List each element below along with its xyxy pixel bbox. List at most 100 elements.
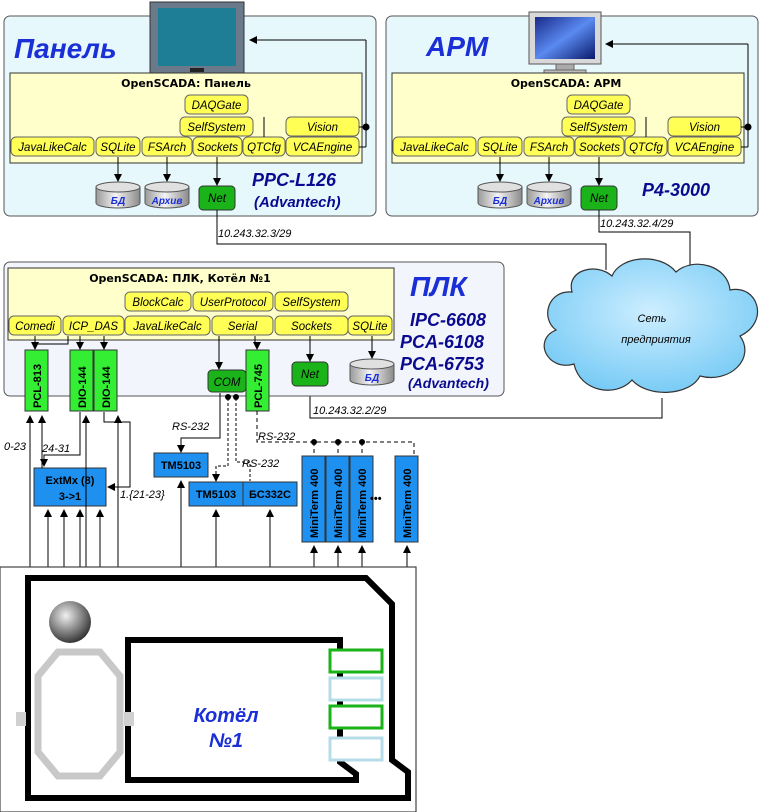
arm-archive-label: Архив [533, 196, 565, 207]
module-javalikecalc: JavaLikeCalc [17, 142, 87, 154]
plc-hw-line1: IPC-6608 [410, 310, 486, 330]
card-pcl745-label: PCL-745 [253, 364, 265, 408]
extmx-line1: ExtMx (8) [46, 475, 95, 487]
miniterm-4: MiniTerm 400 [394, 455, 419, 543]
module-sockets: Sockets [291, 321, 332, 333]
panel-hw-line2: (Advantech) [254, 194, 341, 211]
plc-hw-line3: PCA-6753 [400, 354, 484, 374]
module-userprotocol: UserProtocol [200, 297, 267, 309]
panel-archive-icon: Архив [144, 181, 190, 209]
module-sqlite: SQLite [100, 142, 135, 154]
miniterm-ellipsis: ••• [370, 493, 382, 505]
plc-db-label: БД [365, 373, 379, 384]
module-sqlite: SQLite [482, 142, 517, 154]
plc-com-label: COM [214, 377, 241, 389]
module-daqgate: DAQGate [192, 100, 242, 112]
panel-title: Панель [14, 33, 117, 64]
card-pcl813-label: PCL-813 [32, 364, 44, 408]
module-qtcfg: QTCfg [247, 142, 281, 154]
tm5103-1-label: TM5103 [161, 460, 201, 472]
module-selfsystem: SelfSystem [569, 122, 628, 134]
module-fsarch: FSArch [148, 142, 186, 154]
plc-title: ПЛК [410, 271, 468, 302]
miniterm-2: MiniTerm 400 [325, 455, 350, 543]
module-javalikecalc: JavaLikeCalc [132, 321, 202, 333]
panel-hw-line1: PPC-L126 [252, 170, 337, 190]
panel-net-label: Net [208, 193, 227, 205]
boiler-title-line2: №1 [209, 730, 243, 752]
drum-icon [49, 601, 91, 643]
module-qtcfg: QTCfg [629, 142, 663, 154]
module-javalikecalc: JavaLikeCalc [399, 142, 469, 154]
rs232-label-3: RS-232 [242, 458, 279, 470]
arm-net-label: Net [590, 193, 609, 205]
plc-card-dio144-2: DIO-144 [93, 349, 118, 412]
plc-hw-line2: PCA-6108 [400, 332, 484, 352]
range-1-21-23: 1.{21-23} [120, 489, 165, 501]
module-vcaengine: VCAEngine [675, 142, 734, 154]
workstation-monitor-icon [528, 11, 602, 75]
network-lines: 10.243.32.3/29 10.243.32.4/29 10.243.32.… [216, 210, 691, 419]
module-daqgate: DAQGate [574, 100, 624, 112]
module-selfsystem: SelfSystem [187, 122, 246, 134]
module-vision: Vision [689, 122, 720, 134]
module-vcaengine: VCAEngine [293, 142, 352, 154]
boiler-title-line1: Котёл [193, 705, 259, 727]
module-comedi: Comedi [15, 321, 55, 333]
plc-openscada-header: OpenSCADA: ПЛК, Котёл №1 [89, 272, 271, 285]
range-0-23: 0-23 [4, 441, 27, 453]
cloud-line1: Сеть [638, 313, 667, 325]
card-dio144-2-label: DIO-144 [101, 366, 113, 408]
boiler: Котёл №1 [0, 566, 417, 812]
rs232-label-1: RS-232 [172, 421, 209, 433]
arm-ip: 10.243.32.4/29 [600, 218, 673, 230]
panel-archive-label: Архив [151, 196, 183, 207]
card-dio144-1-label: DIO-144 [77, 366, 89, 408]
arm-title: АРМ [425, 31, 489, 62]
plc-modules: BlockCalc UserProtocol SelfSystem Comedi… [8, 291, 393, 336]
extmx-line2: 3->1 [59, 491, 81, 503]
range-24-31: 24-31 [41, 443, 70, 455]
module-serial: Serial [228, 321, 258, 333]
rs232-label-2: RS-232 [258, 431, 295, 443]
miniterm-3-label: MiniTerm 400 [357, 469, 369, 539]
plc-ip: 10.243.32.2/29 [313, 405, 386, 417]
miniterm-4-label: MiniTerm 400 [402, 469, 414, 539]
module-blockcalc: BlockCalc [132, 297, 183, 309]
arm-openscada-header: OpenSCADA: АРМ [511, 77, 622, 90]
panel-station: Панель OpenSCADA: Панель DAQGate SelfSys… [3, 1, 377, 217]
plc-card-pcl813: PCL-813 [24, 349, 49, 412]
module-sqlite: SQLite [352, 321, 387, 333]
panel-modules: DAQGate SelfSystem Vision JavaLikeCalc S… [10, 94, 360, 157]
module-vision: Vision [307, 122, 338, 134]
enterprise-network-cloud: Сеть предприятия [543, 258, 758, 393]
arm-archive-icon: Архив [526, 181, 572, 209]
plc-card-dio144-1: DIO-144 [69, 349, 94, 412]
module-sockets: Sockets [579, 142, 620, 154]
plc-card-pcl745: PCL-745 [245, 349, 270, 412]
miniterm-1: MiniTerm 400 [301, 455, 326, 543]
arm-station: АРМ OpenSCADA: АРМ DAQGate SelfSystem Vi… [385, 11, 759, 217]
arm-hw-line1: P4-3000 [642, 180, 710, 200]
arm-db-icon: БД [477, 181, 523, 209]
touch-panel-icon [149, 1, 245, 75]
field-devices: ExtMx (8) 3->1 TM5103 TM5103 БС332С Mini… [4, 393, 419, 567]
module-icp-das: ICP_DAS [69, 321, 119, 333]
panel-db-label: БД [111, 196, 125, 207]
miniterm-1-label: MiniTerm 400 [309, 469, 321, 539]
plc-net-label: Net [301, 369, 320, 381]
plc-db-icon: БД [349, 358, 395, 386]
module-fsarch: FSArch [530, 142, 568, 154]
tm5103-2-label: TM5103 [196, 489, 236, 501]
miniterm-3: MiniTerm 400 [349, 455, 374, 543]
panel-db-icon: БД [95, 181, 141, 209]
plc-station: ПЛК OpenSCADA: ПЛК, Котёл №1 BlockCalc U… [3, 261, 505, 412]
plc-hw-line4: (Advantech) [408, 375, 489, 391]
arm-db-label: БД [493, 196, 507, 207]
panel-ip: 10.243.32.3/29 [218, 228, 291, 240]
panel-openscada-header: OpenSCADA: Панель [121, 77, 251, 90]
module-selfsystem: SelfSystem [282, 297, 341, 309]
bs332c-label: БС332С [249, 489, 291, 501]
miniterm-2-label: MiniTerm 400 [333, 469, 345, 539]
